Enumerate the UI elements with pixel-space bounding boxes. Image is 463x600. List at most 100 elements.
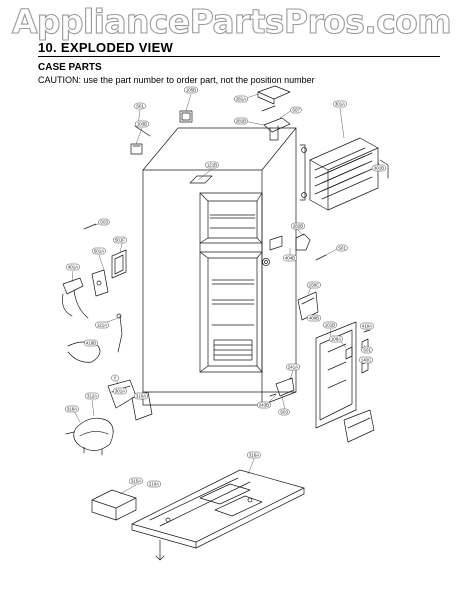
callout-label: 210A	[149, 482, 159, 487]
callout-label: 301A	[115, 389, 125, 394]
callout-label: S01	[363, 348, 371, 353]
callout-label: 404B	[285, 256, 295, 261]
callout-s07: S07	[290, 106, 302, 114]
callout-label: 310A	[136, 394, 146, 399]
callout-label: 281B	[236, 119, 246, 124]
callout-bubble	[113, 236, 127, 244]
callout-label: 121B	[207, 163, 217, 168]
callout-318a: 318A	[65, 405, 79, 413]
left-components	[62, 223, 153, 456]
callout-label: S07	[292, 108, 300, 113]
callout-101b: 101B	[323, 321, 337, 329]
watermark-text: AppliancePartsPros.com	[11, 1, 452, 41]
callout-103b: 103B	[135, 120, 149, 128]
callout-label: 281A	[236, 97, 246, 102]
callout-301a: 301A	[333, 100, 347, 108]
callout-243b: 243B	[257, 401, 271, 409]
callout-bubble	[147, 480, 161, 488]
callout-label: 501A	[94, 249, 104, 254]
callout-404b: 404B	[283, 254, 297, 262]
top-hinge-parts	[130, 85, 291, 155]
callout-410a: 410A	[360, 322, 374, 330]
callout-s03: S03	[98, 218, 110, 226]
callout-label: 121A	[97, 323, 107, 328]
callout-105b: 105B	[184, 86, 198, 94]
callout-bubble	[92, 247, 106, 255]
callout-label: 410A	[362, 324, 372, 329]
callout-bubble	[307, 281, 321, 289]
callout-409b: 409B	[307, 314, 321, 322]
callout-bubble	[278, 408, 290, 416]
callout-s01: S01	[361, 346, 373, 354]
callout-label: 241A	[288, 365, 298, 370]
callout-s03: S03	[278, 408, 290, 416]
callout-label: S01	[338, 246, 346, 251]
callout-401a: 401A	[66, 263, 80, 271]
caution-note: CAUTION: use the part number to order pa…	[38, 75, 315, 85]
callout-bubble	[247, 451, 261, 459]
leader-lines	[71, 93, 380, 495]
callout-121b: 121B	[205, 161, 219, 169]
callout-bubble	[134, 392, 148, 400]
callout-241a: 241A	[286, 363, 300, 371]
callout-281a: 281A	[234, 95, 248, 103]
callout-501f: 501F	[113, 236, 127, 244]
callout-bubble	[361, 346, 373, 354]
callout-bubble	[372, 164, 386, 172]
callout-281b: 281B	[234, 117, 248, 125]
callout-bubble	[257, 401, 271, 409]
callout-label: 243B	[259, 403, 269, 408]
callout-label: 318A	[67, 407, 77, 412]
callout-label: 140C	[361, 358, 372, 363]
callout-bubble	[84, 339, 98, 347]
callout-bubble	[360, 322, 374, 330]
callout-bubble	[66, 263, 80, 271]
callout-bubble	[85, 392, 99, 400]
callout-316a: 316A	[247, 451, 261, 459]
callout-bubble	[333, 100, 347, 108]
page-title: 10. EXPLODED VIEW	[38, 40, 174, 55]
callout-140c: 140C	[359, 356, 373, 364]
callout-label: 316A	[249, 453, 259, 458]
callout-bubble	[307, 314, 321, 322]
callout-label: 103B	[137, 122, 147, 127]
callout-419b: 419B	[84, 339, 98, 347]
callout-bubble	[329, 335, 343, 343]
callout-bubble	[336, 244, 348, 252]
callout-bubble	[65, 405, 79, 413]
cabinet	[142, 127, 297, 406]
machine-compartment-base	[91, 469, 305, 561]
callout-bubble	[95, 321, 109, 329]
right-components	[269, 233, 375, 443]
callout-label: Y	[114, 376, 117, 381]
callout-bubble	[134, 102, 146, 110]
section-heading: CASE PARTS	[38, 62, 102, 73]
callout-label: S03	[280, 410, 288, 415]
callout-301a: 301A	[113, 387, 127, 395]
callout-bubble	[291, 222, 305, 230]
callout-label: S01	[136, 104, 144, 109]
callout-bubble	[98, 218, 110, 226]
callout-301b: 301B	[372, 164, 386, 172]
callout-label: 401A	[68, 265, 78, 270]
callout-y: Y	[111, 374, 119, 382]
callout-label: 106A	[331, 337, 341, 342]
callout-label: 101B	[325, 323, 335, 328]
callout-s01: S01	[134, 102, 146, 110]
callout-bubble	[184, 86, 198, 94]
callout-bubble	[113, 387, 127, 395]
callout-label: 419B	[86, 341, 96, 346]
callout-bubble	[283, 254, 297, 262]
callout-106a: 106A	[329, 335, 343, 343]
callout-s01: S01	[336, 244, 348, 252]
callout-bubble	[290, 106, 302, 114]
callout-bubble	[234, 117, 248, 125]
callout-210a: 210A	[147, 480, 161, 488]
callout-bubble	[323, 321, 337, 329]
callout-label: 409B	[309, 316, 319, 321]
callout-bubble	[286, 363, 300, 371]
callout-315a: 315A	[129, 477, 143, 485]
callout-label: 282B	[293, 224, 303, 229]
callout-label: S03	[100, 220, 108, 225]
